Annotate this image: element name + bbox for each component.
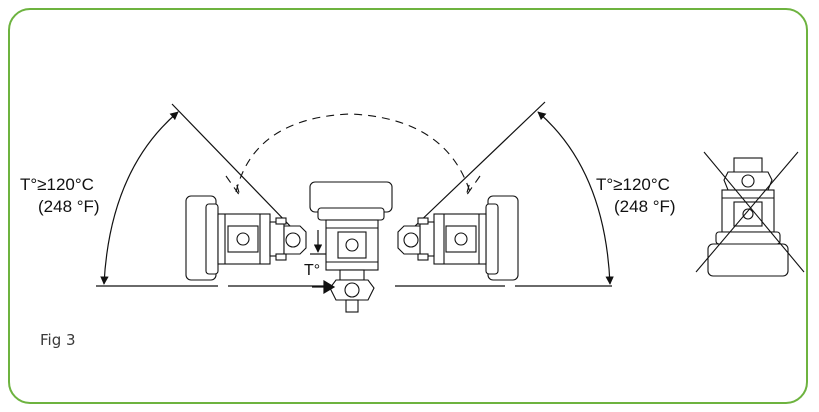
flow-indicators [310,230,336,295]
left-angle-indicator [100,103,293,285]
dashed-rotation-arc [225,113,481,197]
left-actuator-valve [185,195,307,281]
figure-caption: Fig 3 [40,331,76,349]
left-temperature-fahrenheit: (248 °F) [38,197,100,216]
right-actuator-valve [397,195,519,281]
right-angle-indicator [412,101,614,285]
left-temperature-label: T°≥120°C [20,175,94,194]
prohibited-inverted-valve [707,157,789,277]
figure-frame [8,8,808,404]
right-temperature-fahrenheit: (248 °F) [614,197,676,216]
prohibited-cross [695,151,805,273]
center-actuator-valve [309,181,393,313]
center-temperature-label: T° [304,262,321,279]
right-temperature-label: T°≥120°C [596,175,670,194]
